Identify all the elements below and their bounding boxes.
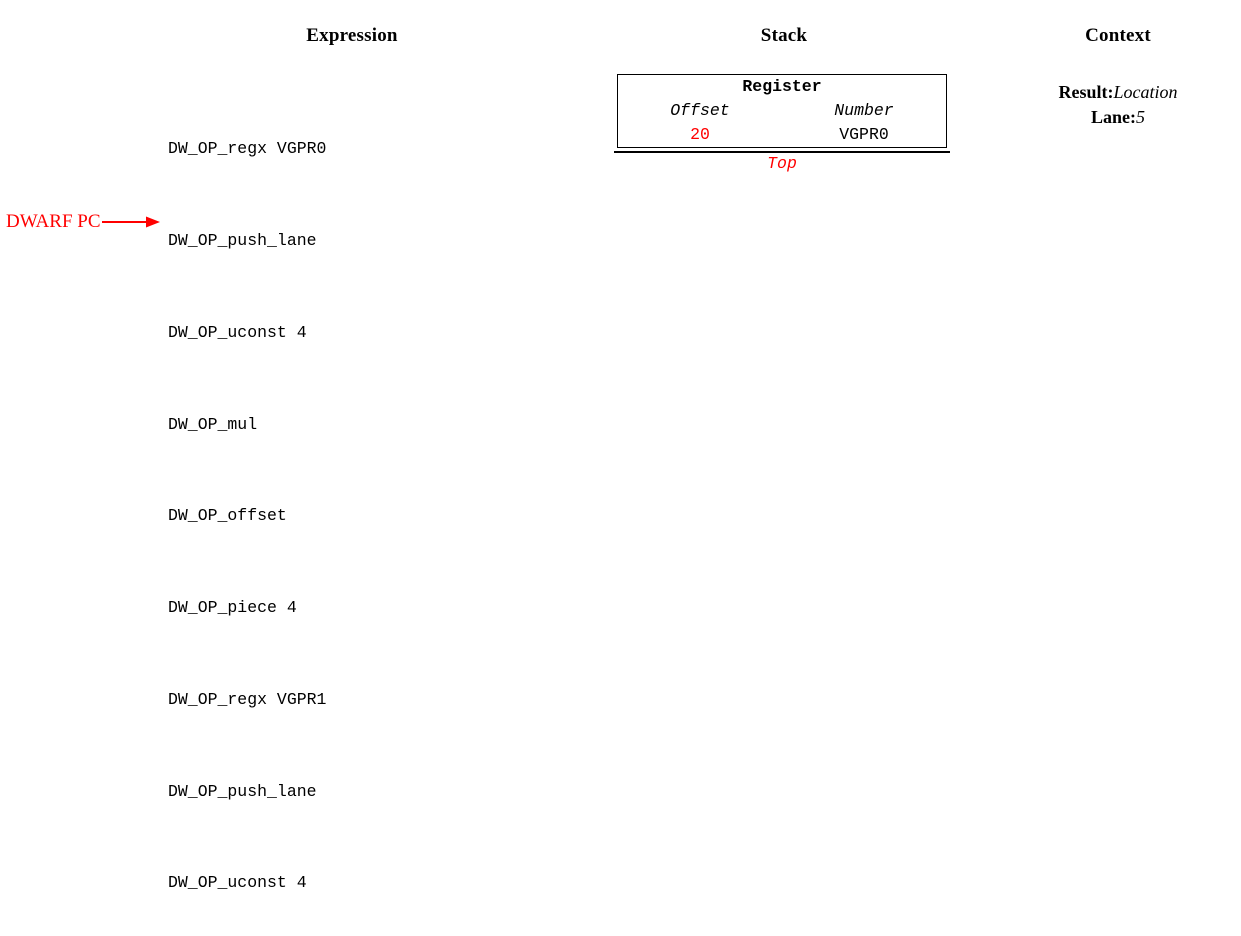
stack-column-header-number: Number <box>834 101 894 120</box>
dwarf-pc-arrow-icon <box>101 216 160 227</box>
expression-op-line: DW_OP_push_lane <box>168 230 317 250</box>
dwarf-pc-label: DWARF PC <box>6 211 101 232</box>
context-value-lane: 5 <box>1135 107 1145 127</box>
stack-entry-title: Register <box>742 77 822 96</box>
expression-op-line: DW_OP_uconst 4 <box>168 322 307 342</box>
context-entry-lane: Lane:5 <box>1058 105 1177 130</box>
stack-row: 20 VGPR0 <box>618 123 947 148</box>
expression-op-line: DW_OP_regx VGPR0 <box>168 139 327 159</box>
expression-op-line: DW_OP_uconst 4 <box>168 873 307 893</box>
context-key-lane: Lane: <box>1090 107 1136 127</box>
dwarf-pc-marker: DWARF PC <box>6 212 164 231</box>
stack-bottom-rule <box>614 150 950 153</box>
expression-op-line: DW_OP_regx VGPR1 <box>168 689 327 709</box>
stack-area: Register Offset Number 20 VGPR0 Top <box>614 74 950 173</box>
stack-cell-number: VGPR0 <box>839 125 889 144</box>
expression-op-line: DW_OP_piece 4 <box>168 598 297 618</box>
stack-cell-offset: 20 <box>690 125 710 144</box>
stack-column-header-offset: Offset <box>670 101 730 120</box>
context-value-result: Location <box>1113 82 1178 102</box>
expression-op-line: DW_OP_push_lane <box>168 781 317 801</box>
context-key-result: Result: <box>1058 82 1114 102</box>
expression-op-line: DW_OP_mul <box>168 414 258 434</box>
column-header-context: Context <box>1085 25 1151 46</box>
expression-op-list: DW_OP_regx VGPR0 DW_OP_push_lane DW_OP_u… <box>168 73 326 936</box>
stack-top-label: Top <box>767 153 797 173</box>
context-entry-result: Result:Location <box>1058 80 1177 105</box>
stack-column-header-row: Offset Number <box>618 99 947 123</box>
expression-op-line: DW_OP_offset <box>168 506 287 526</box>
stack-entry-title-row: Register <box>618 75 947 100</box>
column-header-stack: Stack <box>760 25 808 46</box>
stack-table: Register Offset Number 20 VGPR0 <box>617 74 947 148</box>
column-header-expression: Expression <box>306 25 398 46</box>
context-block: Result:Location Lane:5 <box>1058 80 1177 130</box>
